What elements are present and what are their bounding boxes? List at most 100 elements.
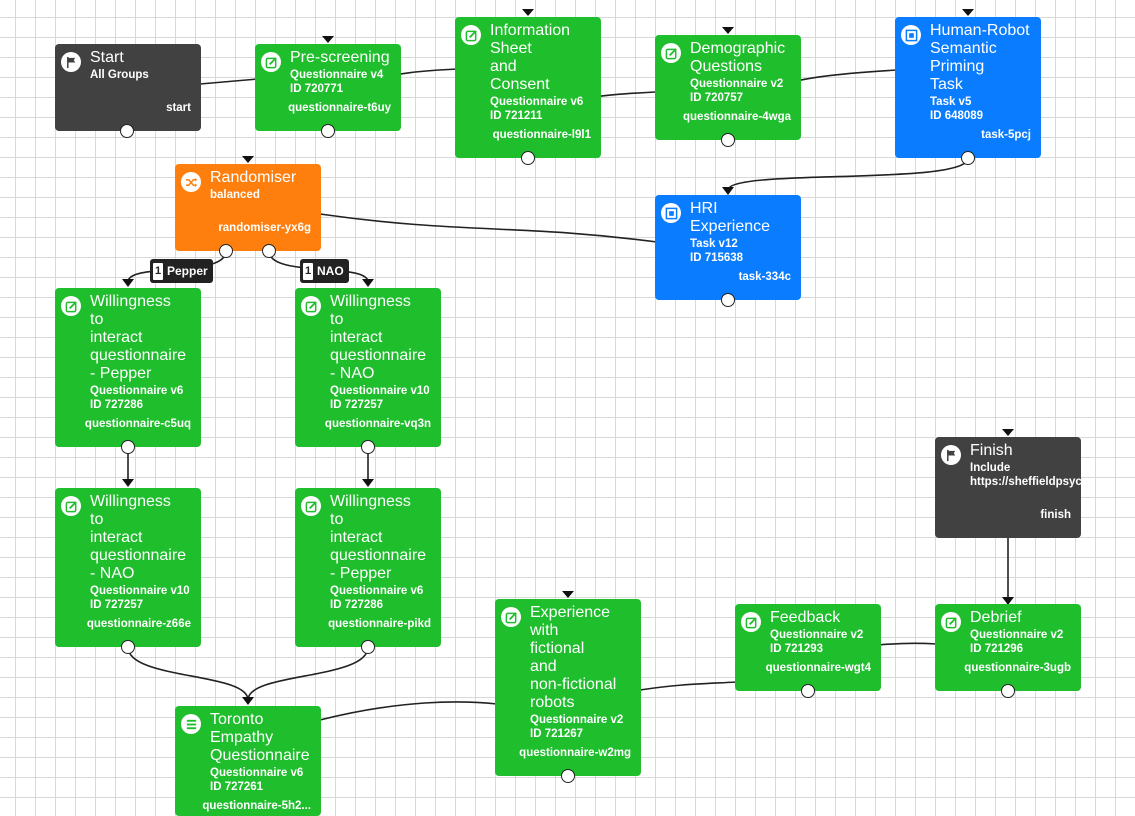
node-id: ID 727286 (330, 599, 384, 611)
node-experience-robots[interactable]: Experience with fictional and non-fictio… (495, 599, 641, 776)
input-port[interactable] (522, 9, 534, 16)
node-id: ID 715638 (690, 252, 744, 264)
node-demographic-questions[interactable]: Demographic Questions Questionnaire v2 I… (655, 35, 801, 140)
node-title: Demographic Questions (690, 40, 786, 75)
branch-name: Pepper (167, 264, 208, 278)
node-randomiser[interactable]: Randomiser balanced randomiser-yx6g (175, 164, 321, 251)
node-subtitle: All Groups (90, 69, 149, 81)
node-human-robot-semantic-priming-task[interactable]: Human-Robot Semantic Priming Task Task v… (895, 17, 1041, 158)
arrowhead (1002, 597, 1014, 605)
branch-label-pepper[interactable]: 1 Pepper (150, 259, 213, 283)
edit-icon (301, 296, 321, 316)
node-title: Pre-screening (290, 49, 390, 66)
node-key: finish (1040, 509, 1071, 521)
connection (319, 213, 658, 243)
node-key: questionnaire-w2mg (519, 747, 631, 759)
output-port[interactable] (361, 640, 375, 654)
edit-icon (261, 52, 281, 72)
connection (319, 701, 498, 721)
node-id: ID 721293 (770, 643, 824, 655)
input-port[interactable] (722, 27, 734, 34)
node-type: Questionnaire v2 (770, 629, 864, 641)
input-port[interactable] (562, 591, 574, 598)
node-type: Questionnaire v6 (210, 767, 304, 779)
node-key: questionnaire-4wga (683, 111, 791, 123)
output-port[interactable] (120, 124, 134, 138)
connection (877, 642, 938, 646)
branch-weight: 1 (303, 262, 313, 280)
node-subtitle: Include (970, 462, 1011, 474)
node-type: Questionnaire v6 (90, 385, 184, 397)
node-start[interactable]: Start All Groups start (55, 44, 201, 131)
input-port[interactable] (1002, 429, 1014, 436)
node-title: Toronto Empathy Questionnaire (210, 711, 310, 764)
arrowhead (122, 479, 134, 487)
node-id: ID 720771 (290, 83, 344, 95)
node-willingness-nao[interactable]: Willingness to interact questionnaire - … (295, 288, 441, 447)
node-feedback[interactable]: Feedback Questionnaire v2 ID 721293 ques… (735, 604, 881, 691)
task-icon (901, 25, 921, 45)
input-port[interactable] (962, 9, 974, 16)
edit-icon (61, 296, 81, 316)
node-type: Questionnaire v6 (330, 585, 424, 597)
node-key: questionnaire-c5uq (84, 418, 191, 430)
branch-weight: 1 (153, 262, 163, 280)
node-id: ID 727261 (210, 781, 264, 793)
node-finish[interactable]: Finish Include https://sheffieldpsych...… (935, 437, 1081, 538)
node-title: Willingness to interact questionnaire - … (90, 493, 187, 582)
node-title: HRI Experience (690, 200, 771, 235)
output-port[interactable] (361, 440, 375, 454)
input-port[interactable] (242, 156, 254, 163)
output-port[interactable] (801, 684, 815, 698)
node-title: Finish (970, 442, 1013, 459)
node-information-sheet[interactable]: Information Sheet and Consent Questionna… (455, 17, 601, 158)
node-id: ID 727257 (90, 599, 144, 611)
output-port[interactable] (121, 640, 135, 654)
node-type: Task v5 (930, 96, 972, 108)
output-port[interactable] (262, 244, 276, 258)
edit-icon (661, 43, 681, 63)
edit-icon (741, 612, 761, 632)
output-port[interactable] (219, 244, 233, 258)
node-hri-experience[interactable]: HRI Experience Task v12 ID 715638 task-3… (655, 195, 801, 300)
edit-icon (61, 496, 81, 516)
output-port[interactable] (121, 440, 135, 454)
node-title: Debrief (970, 609, 1022, 626)
connection (639, 681, 738, 691)
node-title: Feedback (770, 609, 841, 626)
node-title: Willingness to interact questionnaire - … (330, 493, 427, 582)
node-toronto-empathy-questionnaire[interactable]: Toronto Empathy Questionnaire Questionna… (175, 706, 321, 816)
node-willingness-pepper[interactable]: Willingness to interact questionnaire - … (55, 288, 201, 447)
branch-label-nao[interactable]: 1 NAO (300, 259, 349, 283)
output-port[interactable] (1001, 684, 1015, 698)
list-icon (181, 714, 201, 734)
connection (247, 646, 369, 701)
output-port[interactable] (961, 151, 975, 165)
node-key: questionnaire-l9l1 (492, 129, 591, 141)
task-icon (661, 203, 681, 223)
node-debrief[interactable]: Debrief Questionnaire v2 ID 721296 quest… (935, 604, 1081, 691)
output-port[interactable] (721, 293, 735, 307)
node-key: task-5pcj (981, 129, 1031, 141)
edit-icon (501, 607, 521, 627)
node-id: ID 721296 (970, 643, 1024, 655)
input-port[interactable] (322, 36, 334, 43)
output-port[interactable] (321, 124, 335, 138)
node-pre-screening[interactable]: Pre-screening Questionnaire v4 ID 720771… (255, 44, 401, 131)
node-id: ID 727257 (330, 399, 384, 411)
node-id: ID 720757 (690, 92, 744, 104)
output-port[interactable] (561, 769, 575, 783)
node-key: task-334c (738, 271, 791, 283)
flag-icon (61, 52, 81, 72)
node-willingness-pepper-second[interactable]: Willingness to interact questionnaire - … (295, 488, 441, 647)
node-key: randomiser-yx6g (218, 222, 311, 234)
output-port[interactable] (521, 151, 535, 165)
node-type: Task v12 (690, 238, 738, 250)
edit-icon (941, 612, 961, 632)
node-key: questionnaire-3ugb (964, 662, 1071, 674)
node-type: Questionnaire v2 (530, 714, 624, 726)
output-port[interactable] (721, 133, 735, 147)
node-willingness-nao-second[interactable]: Willingness to interact questionnaire - … (55, 488, 201, 647)
